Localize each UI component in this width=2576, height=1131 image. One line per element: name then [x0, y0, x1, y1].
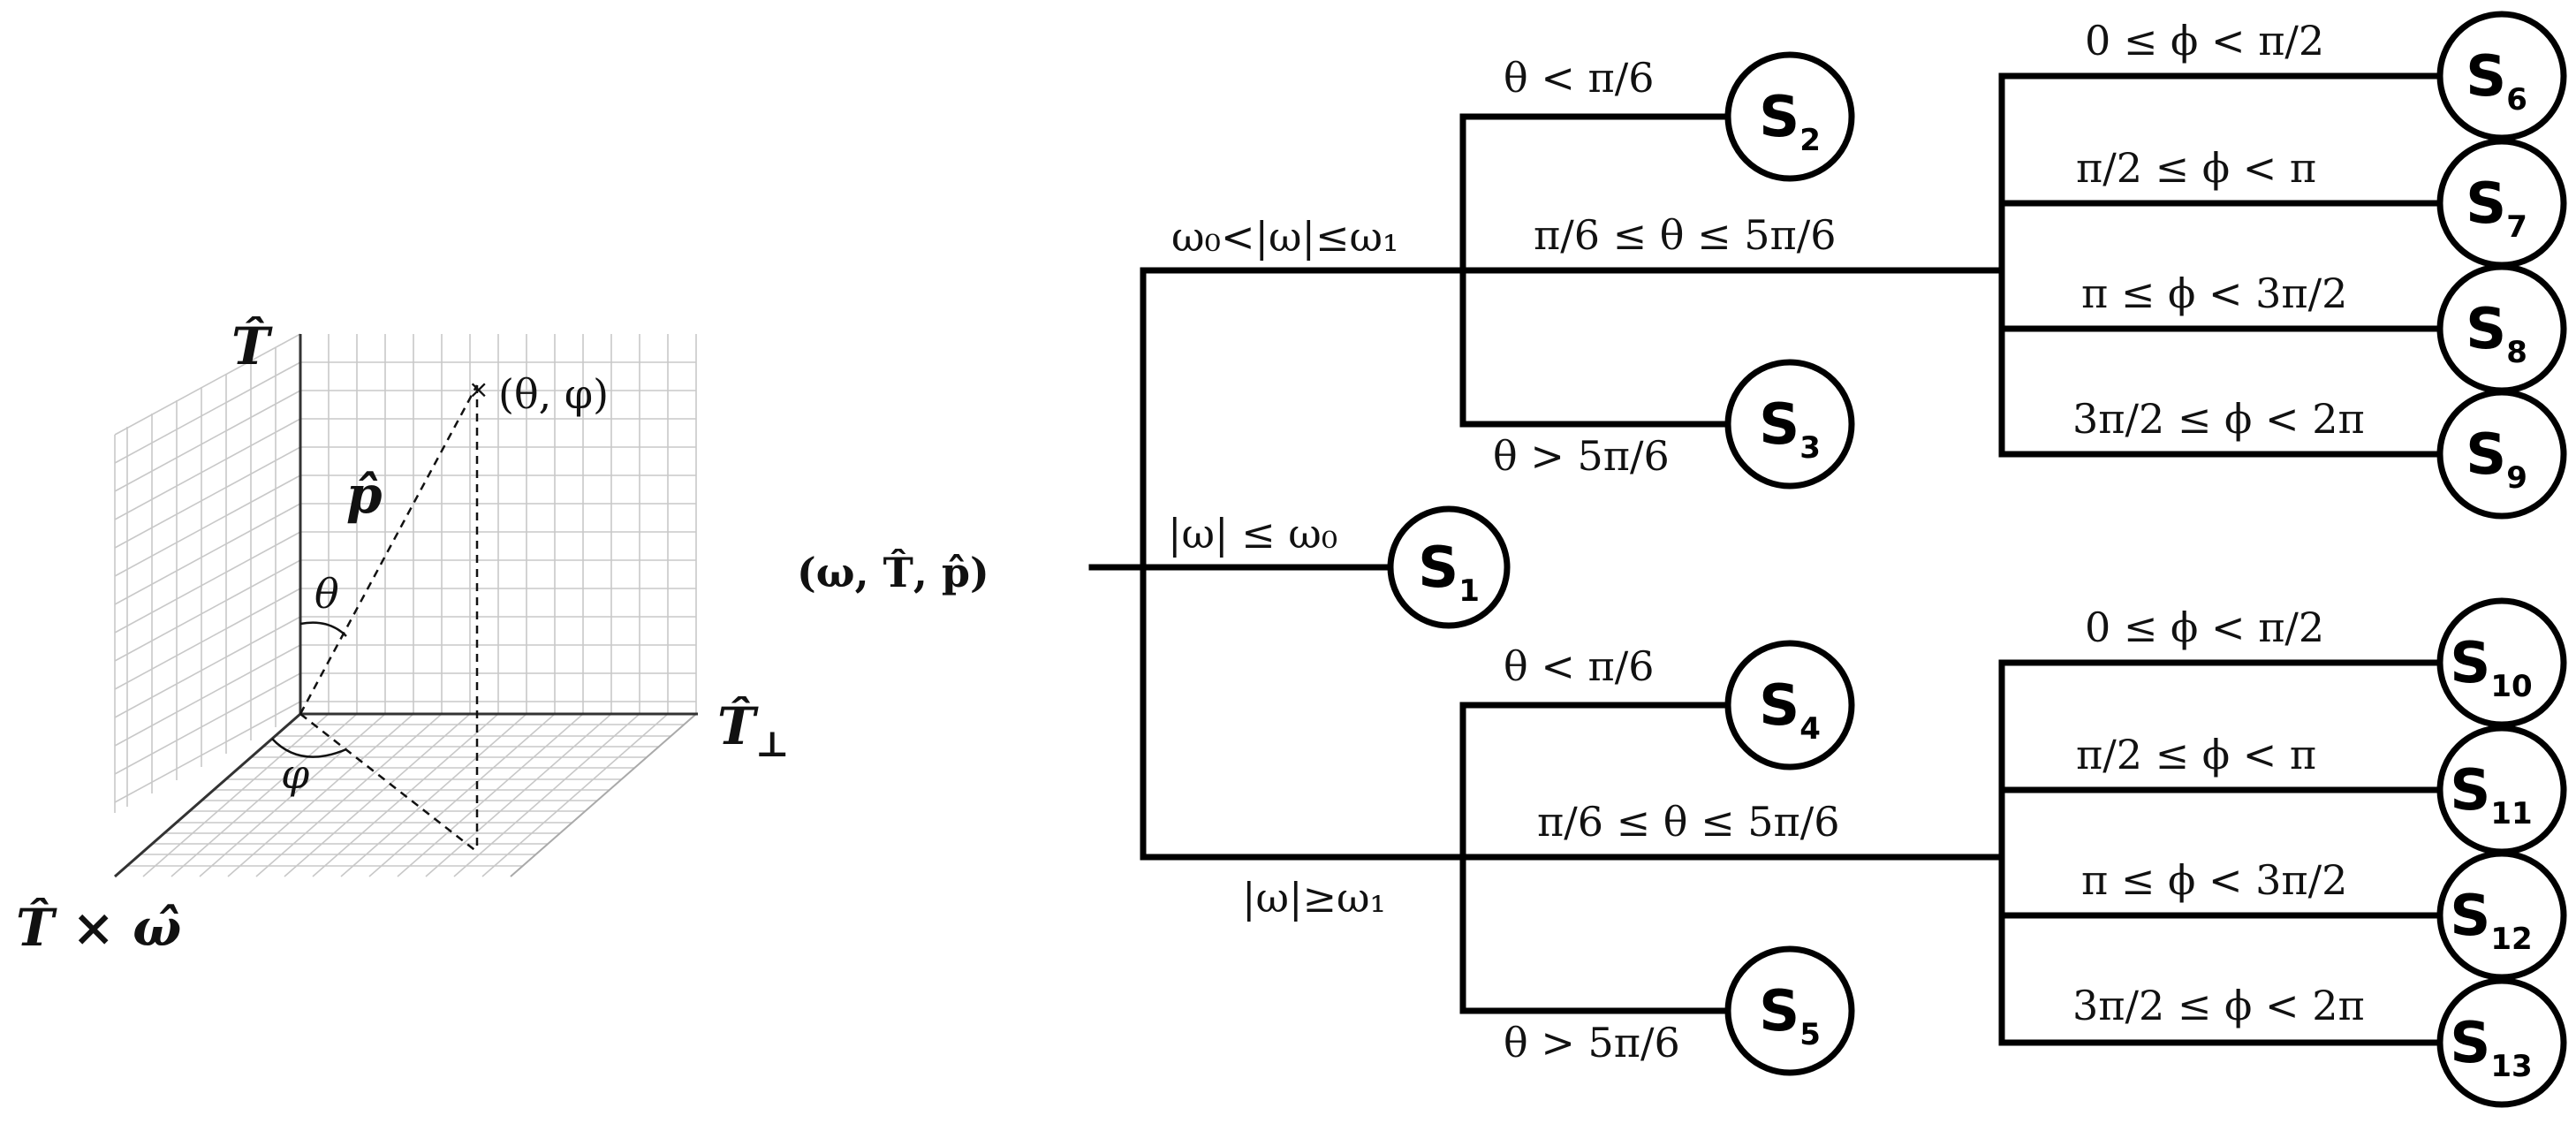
- node-s10: S10: [2436, 597, 2567, 728]
- edge-mid-phi-3-label: π ≤ ϕ < 3π/2: [2081, 269, 2347, 317]
- node-s8: S8: [2436, 263, 2567, 394]
- svg-text:S4: S4: [1759, 673, 1821, 747]
- svg-text:S12: S12: [2450, 884, 2532, 957]
- svg-text:S1: S1: [1418, 535, 1480, 609]
- theta-arc: [299, 621, 347, 637]
- svg-text:S5: S5: [1759, 979, 1821, 1052]
- node-s5: S5: [1724, 945, 1855, 1076]
- node-s2: S2: [1724, 51, 1855, 182]
- node-s4: S4: [1724, 640, 1855, 770]
- edge-high-phi-1-label: 0 ≤ ϕ < π/2: [2085, 603, 2324, 651]
- point-label: (θ, φ): [498, 370, 609, 418]
- node-s9: S9: [2436, 389, 2567, 520]
- axis-diag-label: T̂ × ω̂: [16, 897, 181, 958]
- svg-text:S7: S7: [2466, 171, 2527, 245]
- node-s11: S11: [2436, 725, 2567, 855]
- node-s13: S13: [2436, 977, 2567, 1108]
- decision-tree: (ω, T̂, p̂) ω₀<|ω|≤ω₁ |ω| ≤ ω₀ |ω|≥ω₁: [797, 11, 2567, 1108]
- edge-high-theta-between-label: π/6 ≤ θ ≤ 5π/6: [1537, 798, 1840, 846]
- svg-text:S13: S13: [2450, 1011, 2532, 1084]
- node-s12: S12: [2436, 850, 2567, 981]
- edge-mid-phi-4-label: 3π/2 ≤ ϕ < 2π: [2072, 395, 2365, 443]
- point-marker: ×: [468, 375, 489, 404]
- phi-arc: [271, 738, 347, 758]
- svg-text:S10: S10: [2450, 631, 2532, 704]
- edge-high-phi-2-label: π/2 ≤ ϕ < π: [2076, 731, 2316, 778]
- floor-edge: [510, 713, 697, 877]
- root-label: (ω, T̂, p̂): [797, 549, 989, 596]
- edge-high-theta-gt-label: θ > 5π/6: [1504, 1019, 1680, 1066]
- svg-text:S8: S8: [2466, 297, 2527, 370]
- edge-high-theta-lt-label: θ < π/6: [1504, 642, 1654, 690]
- edge-mid-theta-between-label: π/6 ≤ θ ≤ 5π/6: [1534, 211, 1837, 259]
- coordinate-frame: × T̂ T̂⊥ T̂ × ω̂ (θ, φ) p̂ θ φ: [16, 315, 790, 958]
- edge-low-label: |ω| ≤ ω₀: [1168, 510, 1337, 558]
- svg-text:S2: S2: [1759, 85, 1821, 158]
- svg-text:S11: S11: [2450, 758, 2532, 831]
- edge-mid-phi-1-label: 0 ≤ ϕ < π/2: [2085, 17, 2324, 65]
- svg-text:S3: S3: [1759, 392, 1821, 466]
- node-s1: S1: [1387, 505, 1511, 629]
- back-wall-grid: [299, 334, 697, 714]
- edge-mid-label: ω₀<|ω|≤ω₁: [1171, 213, 1399, 261]
- edge-mid-theta-gt-label: θ > 5π/6: [1493, 432, 1670, 480]
- edge-high-phi-4-label: 3π/2 ≤ ϕ < 2π: [2072, 982, 2365, 1029]
- phi-label: φ: [281, 750, 310, 798]
- axis-right-label: T̂⊥: [717, 695, 790, 765]
- edge-high-phi-3-label: π ≤ ϕ < 3π/2: [2081, 856, 2347, 904]
- vector-p-line: [299, 384, 479, 715]
- side-wall-grid: [114, 333, 301, 813]
- edge-mid-phi-2-label: π/2 ≤ ϕ < π: [2076, 144, 2316, 192]
- vector-p-label: p̂: [346, 465, 383, 525]
- edge-high-label: |ω|≥ω₁: [1242, 874, 1386, 922]
- edge-mid-theta-lt-label: θ < π/6: [1504, 54, 1654, 102]
- node-s7: S7: [2436, 138, 2567, 269]
- svg-text:S9: S9: [2466, 422, 2527, 496]
- axis-diag: [114, 712, 301, 878]
- theta-label: θ: [314, 570, 339, 618]
- node-s6: S6: [2436, 11, 2567, 141]
- node-s3: S3: [1724, 359, 1855, 490]
- svg-text:S6: S6: [2466, 44, 2527, 118]
- projection-floor: [299, 713, 478, 853]
- axis-up-label: T̂: [231, 315, 273, 376]
